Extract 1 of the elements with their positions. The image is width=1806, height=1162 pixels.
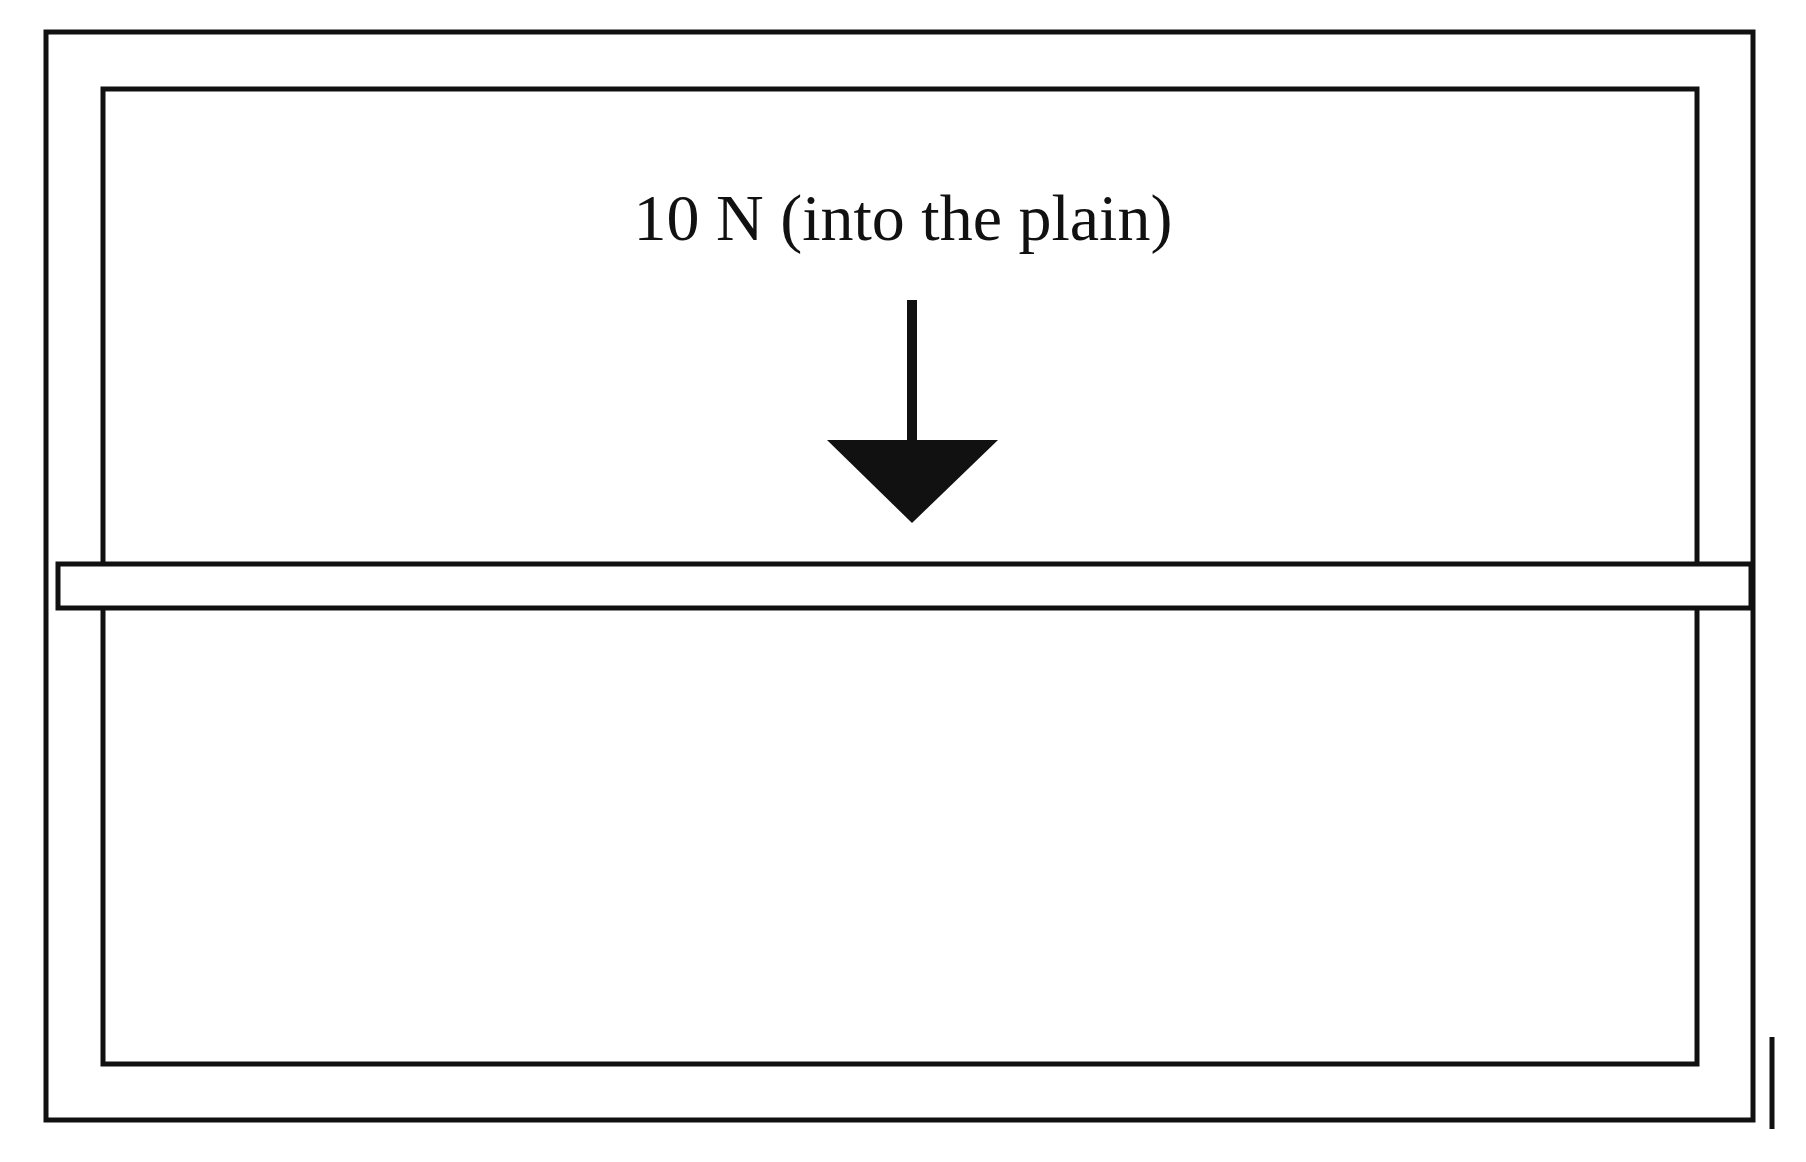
force-label: 10 N (into the plain) <box>633 180 1173 256</box>
